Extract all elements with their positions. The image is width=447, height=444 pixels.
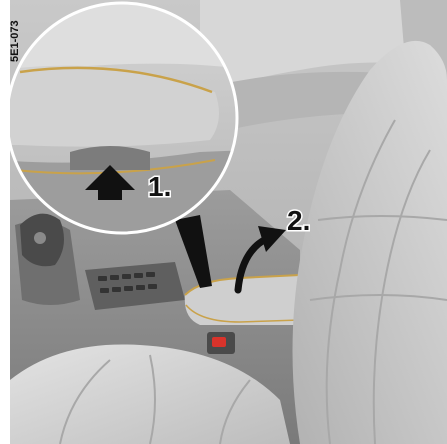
figure-code: 5E1-073: [9, 20, 21, 62]
seat-belt-buckle: [207, 332, 235, 354]
step-1-label: 1.: [148, 171, 171, 202]
step-2-label: 2.: [287, 205, 310, 236]
page-margin: [0, 0, 10, 444]
